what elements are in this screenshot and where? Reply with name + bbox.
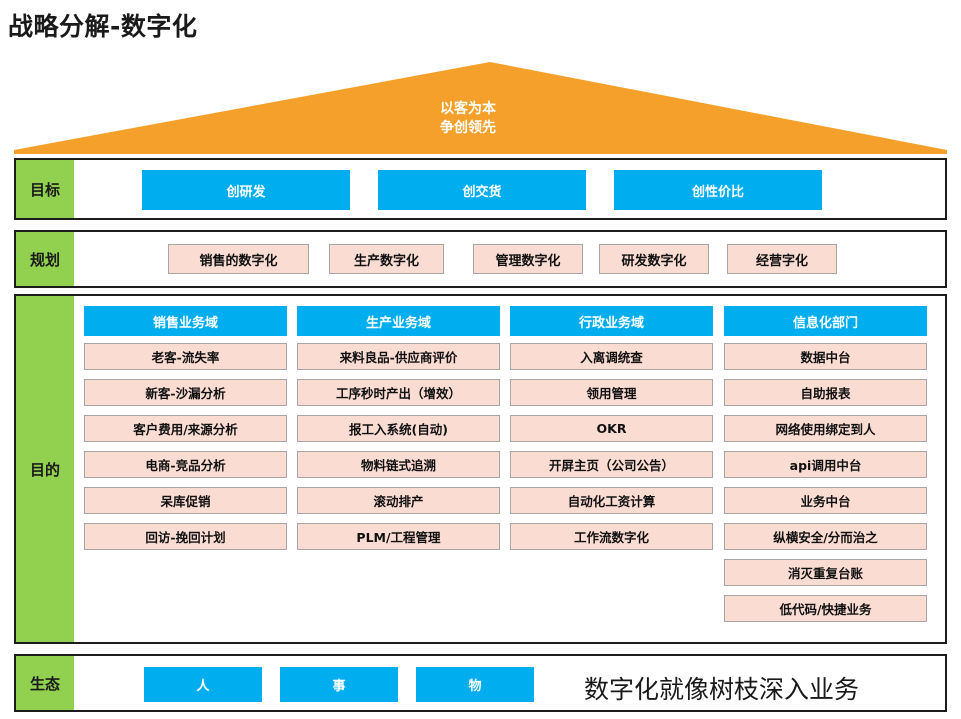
purpose-item-3-7[interactable]: 低代码/快捷业务 xyxy=(724,595,927,622)
purpose-item-0-1[interactable]: 新客-沙漏分析 xyxy=(84,379,287,406)
eco-band: 生态 人 事 物 数字化就像树枝深入业务 xyxy=(14,654,947,712)
goal-chip-0[interactable]: 创研发 xyxy=(142,170,350,210)
purpose-band: 目的 销售业务域 老客-流失率 新客-沙漏分析 客户费用/来源分析 电商-竞品分… xyxy=(14,294,947,644)
purpose-item-1-0[interactable]: 来料良品-供应商评价 xyxy=(297,343,500,370)
plan-chip-3[interactable]: 研发数字化 xyxy=(599,244,709,274)
roof-slogan: 以客为本 争创领先 xyxy=(440,100,496,138)
purpose-column-sales: 销售业务域 老客-流失率 新客-沙漏分析 客户费用/来源分析 电商-竞品分析 呆… xyxy=(84,306,287,559)
purpose-item-0-2[interactable]: 客户费用/来源分析 xyxy=(84,415,287,442)
purpose-item-2-5[interactable]: 工作流数字化 xyxy=(510,523,713,550)
plan-chip-4[interactable]: 经营字化 xyxy=(727,244,837,274)
purpose-band-label: 目的 xyxy=(16,296,74,642)
plan-chip-0[interactable]: 销售的数字化 xyxy=(168,244,309,274)
plan-chip-2[interactable]: 管理数字化 xyxy=(473,244,583,274)
purpose-item-3-6[interactable]: 消灭重复台账 xyxy=(724,559,927,586)
purpose-item-3-5[interactable]: 纵横安全/分而治之 xyxy=(724,523,927,550)
purpose-item-3-0[interactable]: 数据中台 xyxy=(724,343,927,370)
purpose-column-header-1[interactable]: 生产业务域 xyxy=(297,306,500,336)
plan-chip-1[interactable]: 生产数字化 xyxy=(329,244,444,274)
goal-band: 目标 创研发 创交货 创性价比 xyxy=(14,158,947,220)
eco-note: 数字化就像树枝深入业务 xyxy=(584,675,860,704)
purpose-item-1-3[interactable]: 物料链式追溯 xyxy=(297,451,500,478)
plan-band: 规划 销售的数字化 生产数字化 管理数字化 研发数字化 经营字化 xyxy=(14,230,947,288)
purpose-item-2-2[interactable]: OKR xyxy=(510,415,713,442)
purpose-item-0-5[interactable]: 回访-挽回计划 xyxy=(84,523,287,550)
goal-chip-1[interactable]: 创交货 xyxy=(378,170,586,210)
roof-slogan-line1: 以客为本 xyxy=(440,101,496,117)
purpose-item-0-3[interactable]: 电商-竞品分析 xyxy=(84,451,287,478)
page-title: 战略分解-数字化 xyxy=(8,12,198,41)
purpose-item-3-2[interactable]: 网络使用绑定到人 xyxy=(724,415,927,442)
purpose-item-3-4[interactable]: 业务中台 xyxy=(724,487,927,514)
purpose-item-2-4[interactable]: 自动化工资计算 xyxy=(510,487,713,514)
purpose-item-1-2[interactable]: 报工入系统(自动) xyxy=(297,415,500,442)
purpose-item-1-1[interactable]: 工序秒时产出（增效） xyxy=(297,379,500,406)
purpose-column-header-2[interactable]: 行政业务域 xyxy=(510,306,713,336)
roof-slogan-line2: 争创领先 xyxy=(440,120,496,136)
purpose-item-2-1[interactable]: 领用管理 xyxy=(510,379,713,406)
plan-band-label: 规划 xyxy=(16,232,74,286)
purpose-item-0-4[interactable]: 呆库促销 xyxy=(84,487,287,514)
purpose-column-header-3[interactable]: 信息化部门 xyxy=(724,306,927,336)
eco-chip-0[interactable]: 人 xyxy=(144,667,262,702)
purpose-column-header-0[interactable]: 销售业务域 xyxy=(84,306,287,336)
purpose-column-production: 生产业务域 来料良品-供应商评价 工序秒时产出（增效） 报工入系统(自动) 物料… xyxy=(297,306,500,559)
purpose-column-admin: 行政业务域 入离调统查 领用管理 OKR 开屏主页（公司公告） 自动化工资计算 … xyxy=(510,306,713,559)
eco-chip-1[interactable]: 事 xyxy=(280,667,398,702)
eco-band-label: 生态 xyxy=(16,656,74,710)
eco-chip-2[interactable]: 物 xyxy=(416,667,534,702)
orange-roof-triangle xyxy=(14,62,947,154)
purpose-item-3-1[interactable]: 自助报表 xyxy=(724,379,927,406)
purpose-item-0-0[interactable]: 老客-流失率 xyxy=(84,343,287,370)
goal-band-label: 目标 xyxy=(16,160,74,218)
purpose-column-it: 信息化部门 数据中台 自助报表 网络使用绑定到人 api调用中台 业务中台 纵横… xyxy=(724,306,927,631)
purpose-item-1-4[interactable]: 滚动排产 xyxy=(297,487,500,514)
goal-chip-2[interactable]: 创性价比 xyxy=(614,170,822,210)
purpose-item-2-0[interactable]: 入离调统查 xyxy=(510,343,713,370)
purpose-item-3-3[interactable]: api调用中台 xyxy=(724,451,927,478)
purpose-item-2-3[interactable]: 开屏主页（公司公告） xyxy=(510,451,713,478)
purpose-item-1-5[interactable]: PLM/工程管理 xyxy=(297,523,500,550)
